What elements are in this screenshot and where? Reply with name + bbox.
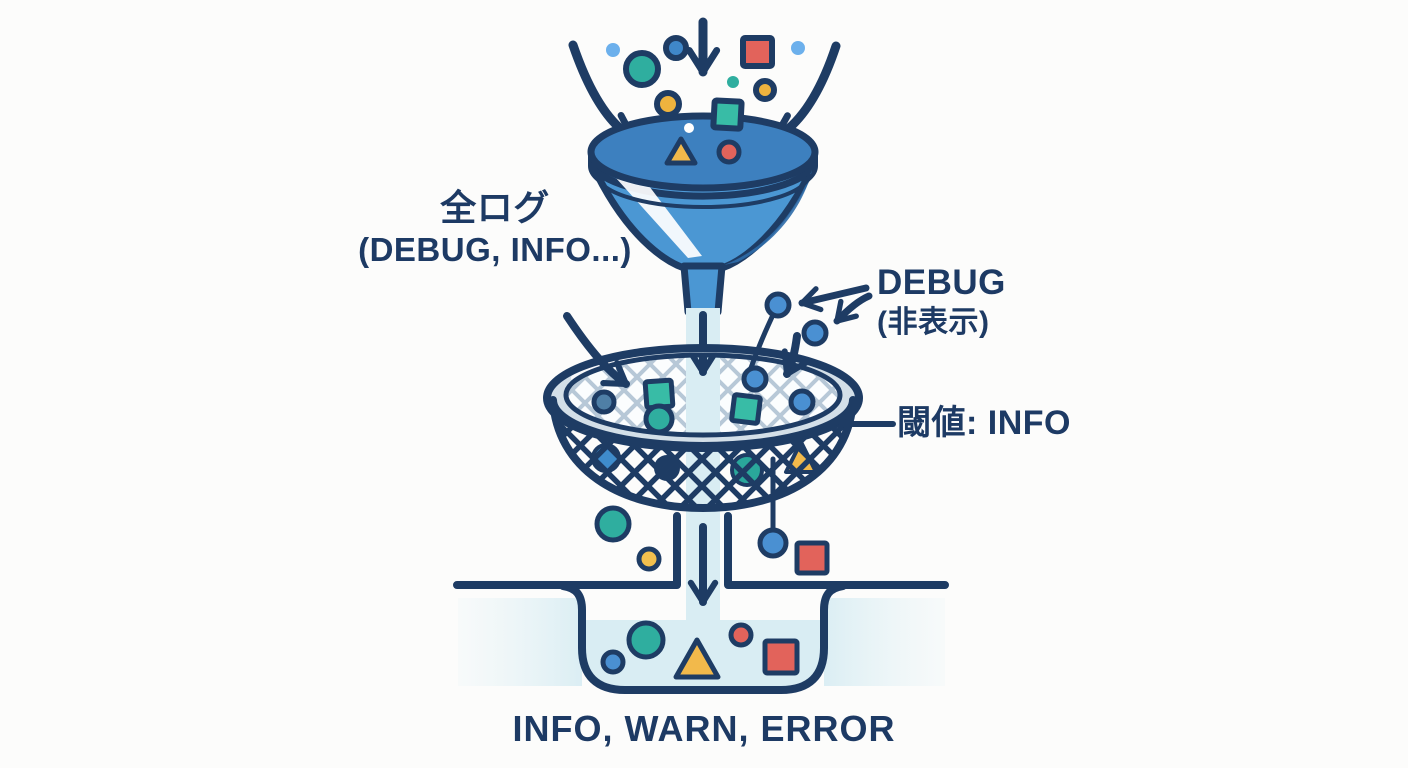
blue-circle-icon xyxy=(600,649,626,675)
sieve-arrows xyxy=(563,312,810,388)
yellow-circle-icon xyxy=(636,546,662,572)
debug-hidden-label: DEBUG (非表示) xyxy=(877,262,1006,341)
curved-arrow-left-icon xyxy=(563,312,630,388)
deflect-trajectory xyxy=(748,314,775,371)
red-square-icon xyxy=(740,35,775,69)
red-circle-icon xyxy=(728,622,754,648)
light-blue-dot-icon xyxy=(791,41,805,55)
teal-circle-icon xyxy=(643,403,675,435)
debug-items xyxy=(748,284,873,371)
items-below-sieve xyxy=(594,456,830,576)
debug-pointer-arrow-icon xyxy=(833,292,873,325)
sieve-bowl xyxy=(549,396,857,512)
funnel xyxy=(587,112,819,316)
blue-circle-icon xyxy=(788,388,816,416)
teal-dot-icon xyxy=(727,76,739,88)
items-on-sieve xyxy=(591,365,816,435)
blue-circle-icon xyxy=(663,35,689,61)
teal-circle-icon xyxy=(623,50,661,88)
yellow-triangle-icon xyxy=(664,136,698,166)
yellow-circle-icon xyxy=(654,90,682,118)
yellow-circle-icon xyxy=(753,78,777,102)
blue-circle-icon xyxy=(757,527,789,559)
red-square-icon xyxy=(762,638,800,676)
light-blue-dot-icon xyxy=(606,43,620,57)
teal-square-icon xyxy=(710,97,745,132)
output-label: INFO, WARN, ERROR xyxy=(512,708,896,749)
teal-circle-icon xyxy=(594,505,632,543)
red-square-icon xyxy=(794,540,830,576)
teal-circle-icon xyxy=(626,620,666,660)
yellow-triangle-icon xyxy=(673,637,721,680)
threshold-label: 閾値: INFO xyxy=(897,404,1071,442)
output-container xyxy=(453,512,949,694)
red-circle-icon xyxy=(716,139,742,165)
teal-square-icon xyxy=(729,392,763,426)
all-logs-label-line2: (DEBUG, INFO...) xyxy=(358,230,632,268)
curved-arrow-right-icon xyxy=(781,332,810,378)
steel-circle-icon xyxy=(591,389,617,415)
debug-hidden-label-line2: (非表示) xyxy=(877,305,990,339)
falling-log-items-rim xyxy=(710,97,745,132)
all-logs-label: 全ログ (DEBUG, INFO...) xyxy=(330,186,660,270)
debug-circle-icon xyxy=(764,291,792,319)
white-dot-icon xyxy=(684,123,694,133)
all-logs-label-line1: 全ログ xyxy=(440,187,550,228)
debug-pointer-arrow-icon xyxy=(798,284,870,313)
debug-circle-icon xyxy=(801,319,829,347)
blue-circle-icon xyxy=(741,365,769,393)
debug-hidden-label-line1: DEBUG xyxy=(877,263,1006,302)
